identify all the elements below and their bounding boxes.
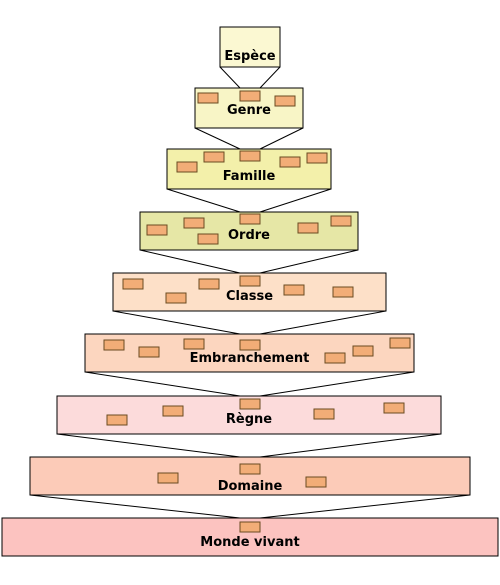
- member-chip: [239, 398, 261, 410]
- member-chip: [283, 284, 305, 296]
- level-box: [29, 456, 471, 496]
- level-label: Classe: [226, 289, 273, 304]
- member-chip: [203, 151, 225, 163]
- member-chip: [389, 337, 411, 349]
- connector-line: [29, 494, 241, 519]
- connector-line: [112, 310, 241, 335]
- level-label: Monde vivant: [200, 535, 299, 550]
- connector-line: [259, 188, 332, 213]
- level-2: Genre: [194, 87, 304, 129]
- connector-line: [259, 127, 304, 150]
- member-chip: [332, 286, 354, 298]
- level-8: Domaine: [29, 456, 471, 496]
- member-chip: [313, 408, 335, 420]
- member-chip: [157, 472, 179, 484]
- member-chip: [122, 278, 144, 290]
- member-chip: [146, 224, 168, 236]
- member-chip: [239, 339, 261, 351]
- level-6: Embranchement: [84, 333, 415, 373]
- level-label: Embranchement: [190, 351, 310, 366]
- level-label: Règne: [226, 412, 272, 427]
- member-chip: [183, 338, 205, 350]
- member-chip: [138, 346, 160, 358]
- connector-line: [194, 127, 241, 150]
- member-chip: [198, 278, 220, 290]
- level-3: Famille: [166, 148, 332, 190]
- connectors: [29, 66, 471, 519]
- connector-line: [259, 371, 415, 397]
- member-chip: [239, 463, 261, 475]
- member-chip: [274, 95, 296, 107]
- level-label: Espèce: [224, 49, 275, 64]
- level-label: Domaine: [218, 479, 283, 494]
- member-chip: [239, 275, 261, 287]
- member-chip: [103, 339, 125, 351]
- member-chip: [106, 414, 128, 426]
- level-label: Genre: [227, 103, 271, 118]
- member-chip: [176, 161, 198, 173]
- level-4: Ordre: [139, 211, 359, 251]
- connector-line: [56, 433, 241, 458]
- member-chip: [183, 217, 205, 229]
- level-7: Règne: [56, 395, 442, 435]
- member-chip: [239, 90, 261, 102]
- connector-line: [219, 66, 241, 89]
- connector-line: [259, 310, 387, 335]
- level-box: [219, 26, 281, 68]
- level-label: Famille: [223, 169, 276, 184]
- level-9: Monde vivant: [1, 517, 499, 557]
- connector-line: [259, 249, 359, 274]
- connector-line: [259, 433, 442, 458]
- connector-line: [84, 371, 241, 397]
- member-chip: [279, 156, 301, 168]
- connector-line: [166, 188, 241, 213]
- level-label: Ordre: [228, 228, 270, 243]
- member-chip: [352, 345, 374, 357]
- member-chip: [197, 233, 219, 245]
- connector-line: [259, 494, 471, 519]
- member-chip: [162, 405, 184, 417]
- member-chip: [197, 92, 219, 104]
- level-5: Classe: [112, 272, 387, 312]
- member-chip: [324, 352, 346, 364]
- member-chip: [330, 215, 352, 227]
- member-chip: [297, 222, 319, 234]
- member-chip: [165, 292, 187, 304]
- member-chip: [239, 150, 261, 162]
- level-1: Espèce: [219, 26, 281, 68]
- member-chip: [306, 152, 328, 164]
- connector-line: [139, 249, 241, 274]
- member-chip: [383, 402, 405, 414]
- member-chip: [239, 213, 261, 225]
- level-boxes: EspèceGenreFamilleOrdreClasseEmbrancheme…: [1, 26, 499, 557]
- member-chip: [305, 476, 327, 488]
- member-chip: [239, 521, 261, 533]
- connector-line: [259, 66, 281, 89]
